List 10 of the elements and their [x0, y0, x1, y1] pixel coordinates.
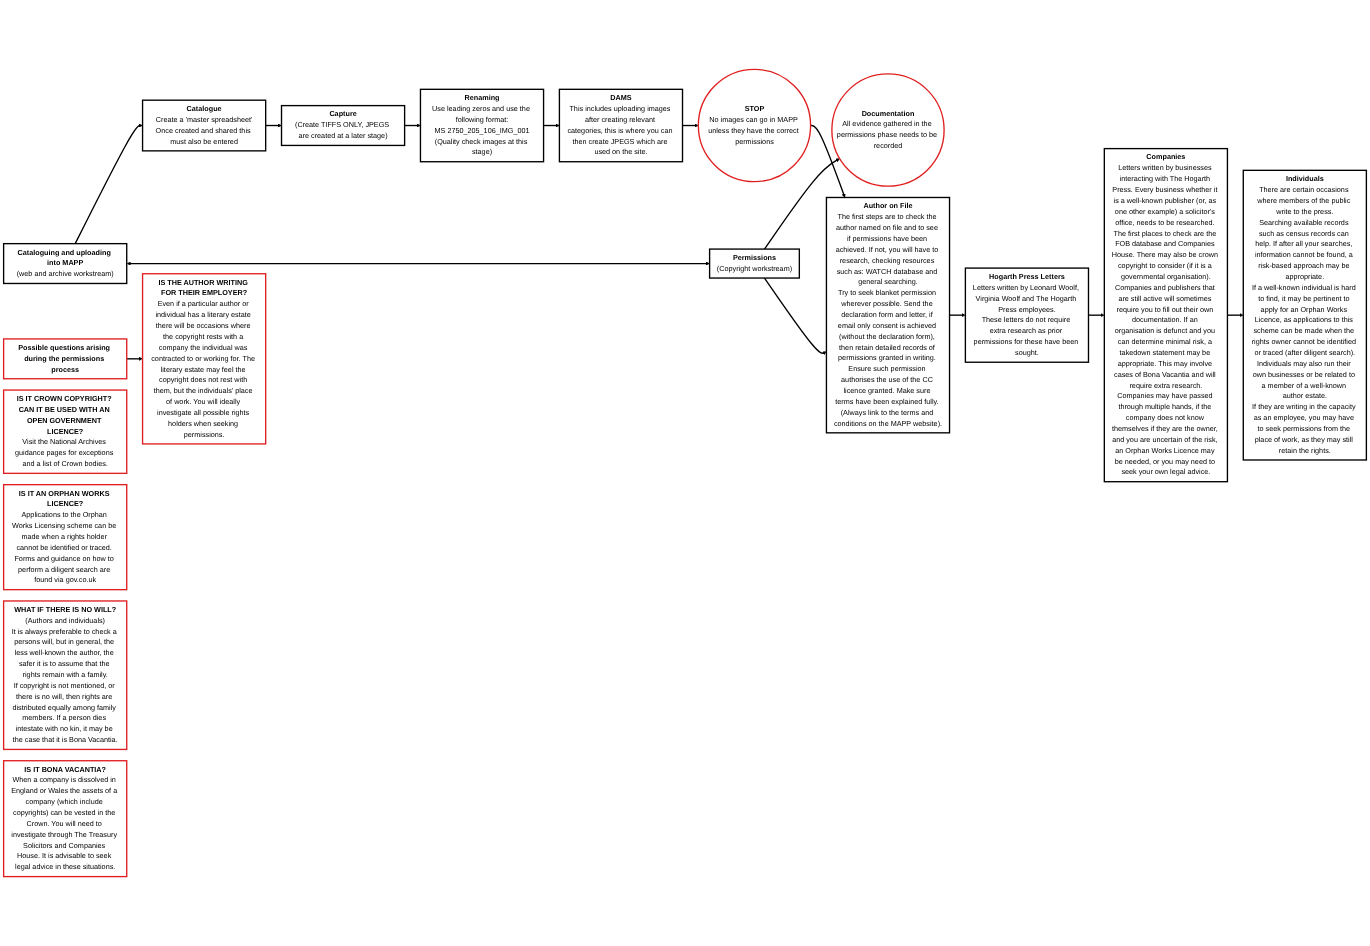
arrow — [74, 123, 143, 245]
arrow — [809, 124, 846, 198]
arrow — [948, 313, 966, 318]
arrow — [763, 277, 827, 356]
arrow — [265, 123, 282, 128]
arrow — [126, 356, 143, 361]
arrow — [1226, 313, 1244, 318]
arrow — [126, 261, 710, 266]
arrow — [763, 158, 840, 250]
arrow — [1087, 313, 1105, 318]
